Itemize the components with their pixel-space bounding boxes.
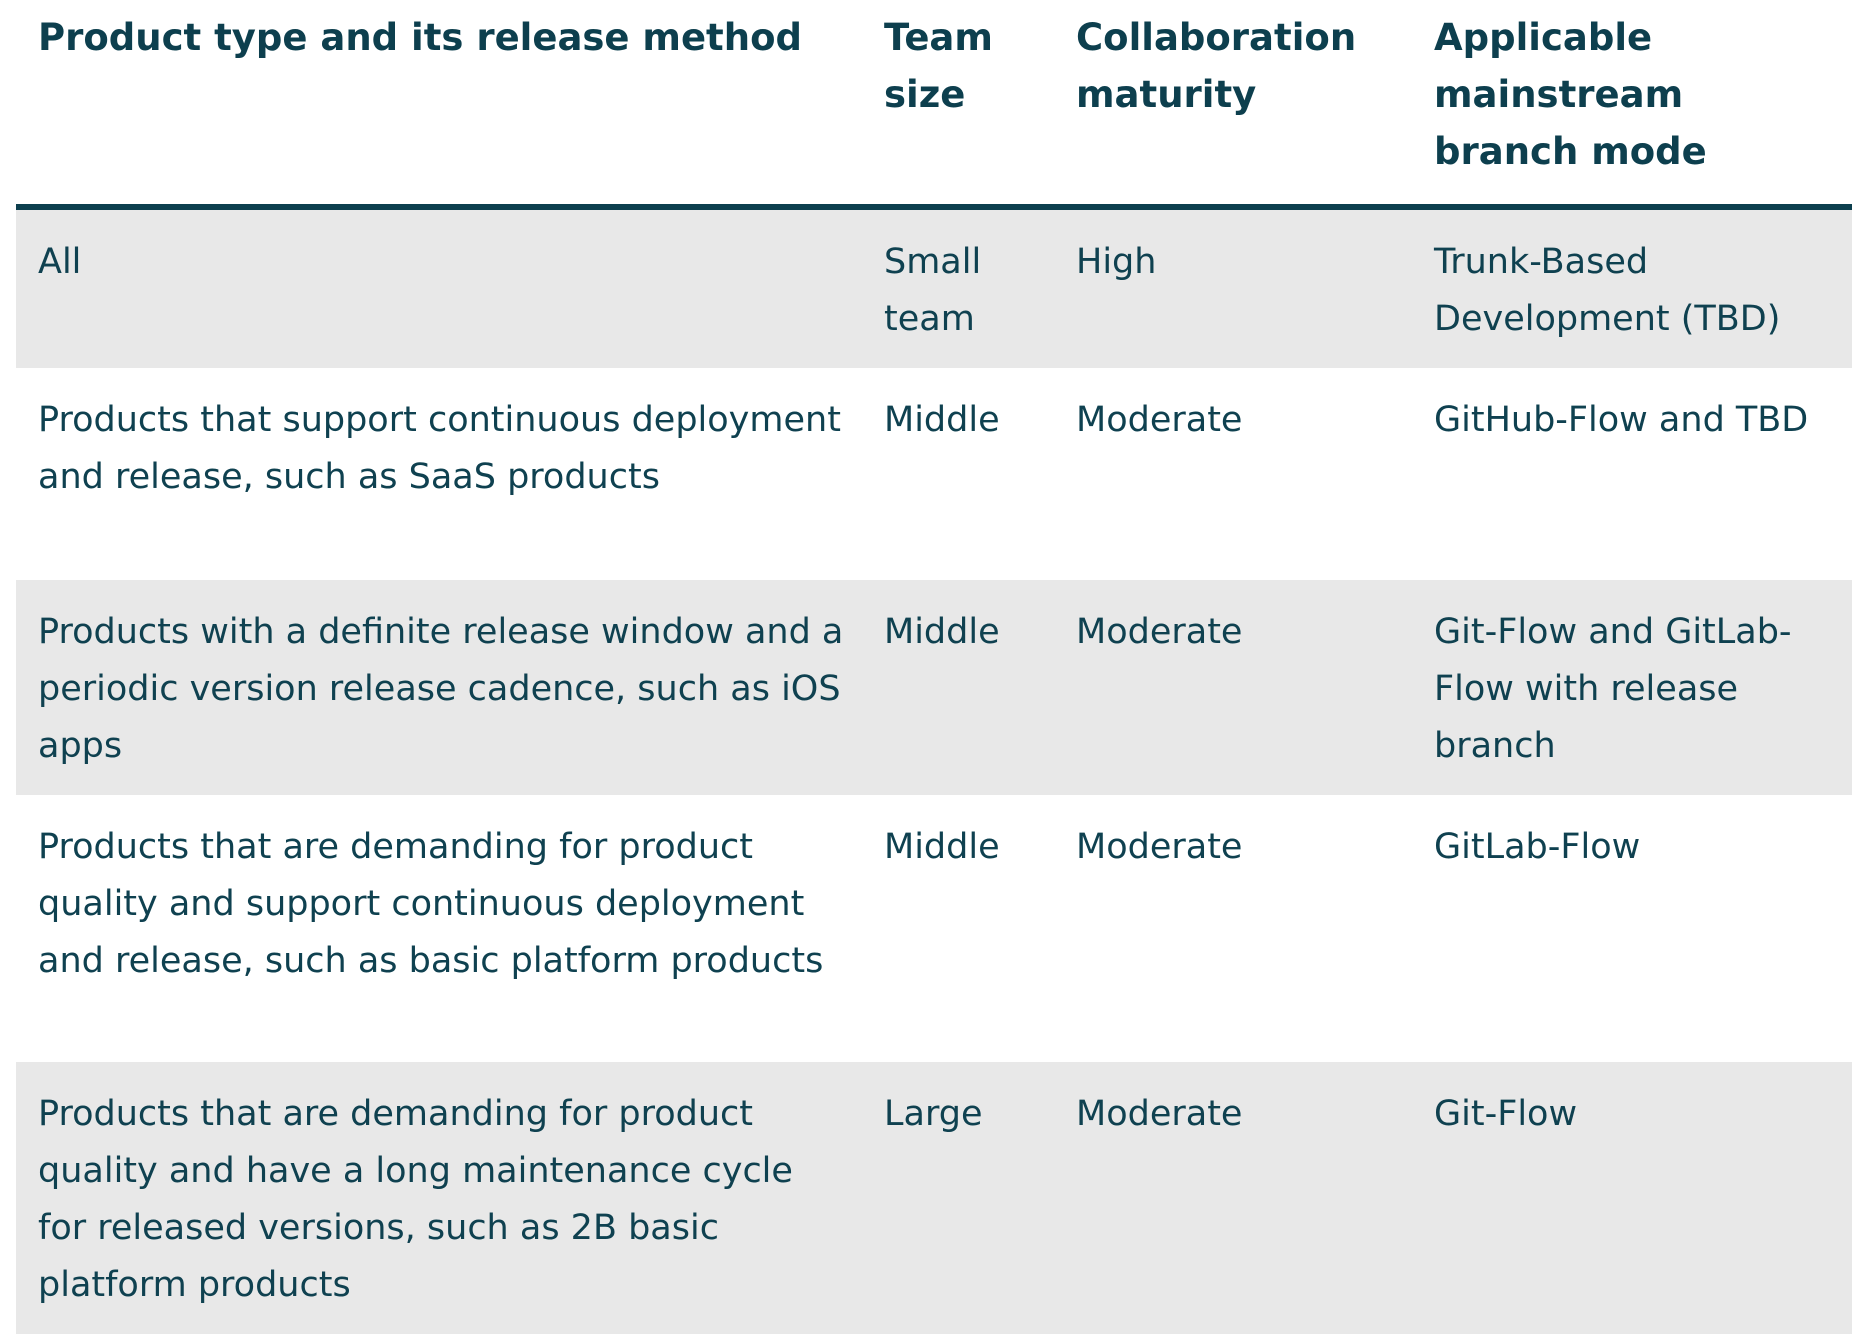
header-row: Product type and its release method Team… — [16, 0, 1852, 210]
cell-team-size: Middle — [862, 795, 1054, 1062]
cell-team-size: Small team — [862, 207, 1054, 368]
cell-product-type: Products that are demanding for product … — [16, 795, 862, 1062]
cell-team-size: Middle — [862, 368, 1054, 580]
cell-branch-mode: GitHub-Flow and TBD — [1412, 368, 1852, 580]
header-collaboration-maturity: Collaboration maturity — [1054, 0, 1412, 210]
cell-product-type: Products that support continuous deploym… — [16, 368, 862, 580]
cell-collaboration-maturity: Moderate — [1054, 1062, 1412, 1334]
cell-product-type: Products that are demanding for product … — [16, 1062, 862, 1334]
cell-team-size: Middle — [862, 580, 1054, 795]
table-row: Products that are demanding for product … — [16, 1062, 1852, 1334]
cell-branch-mode: Trunk-Based Development (TBD) — [1412, 207, 1852, 368]
header-branch-mode: Applicable mainstream branch mode — [1412, 0, 1852, 210]
cell-product-type: Products with a definite release window … — [16, 580, 862, 795]
cell-branch-mode: Git-Flow — [1412, 1062, 1852, 1334]
header-team-size: Team size — [862, 0, 1054, 210]
table-row: Products with a definite release window … — [16, 580, 1852, 795]
cell-collaboration-maturity: Moderate — [1054, 368, 1412, 580]
branch-mode-table-container: Product type and its release method Team… — [16, 0, 1852, 1334]
cell-branch-mode: Git-Flow and GitLab-Flow with release br… — [1412, 580, 1852, 795]
cell-collaboration-maturity: High — [1054, 207, 1412, 368]
header-product-type: Product type and its release method — [16, 0, 862, 210]
branch-mode-table: Product type and its release method Team… — [16, 0, 1852, 1334]
table-row: Products that support continuous deploym… — [16, 368, 1852, 580]
table-body: All Small team High Trunk-Based Developm… — [16, 207, 1852, 1334]
table-header: Product type and its release method Team… — [16, 0, 1852, 210]
cell-branch-mode: GitLab-Flow — [1412, 795, 1852, 1062]
table-row: All Small team High Trunk-Based Developm… — [16, 207, 1852, 368]
cell-team-size: Large — [862, 1062, 1054, 1334]
cell-collaboration-maturity: Moderate — [1054, 795, 1412, 1062]
cell-product-type: All — [16, 207, 862, 368]
cell-collaboration-maturity: Moderate — [1054, 580, 1412, 795]
table-row: Products that are demanding for product … — [16, 795, 1852, 1062]
